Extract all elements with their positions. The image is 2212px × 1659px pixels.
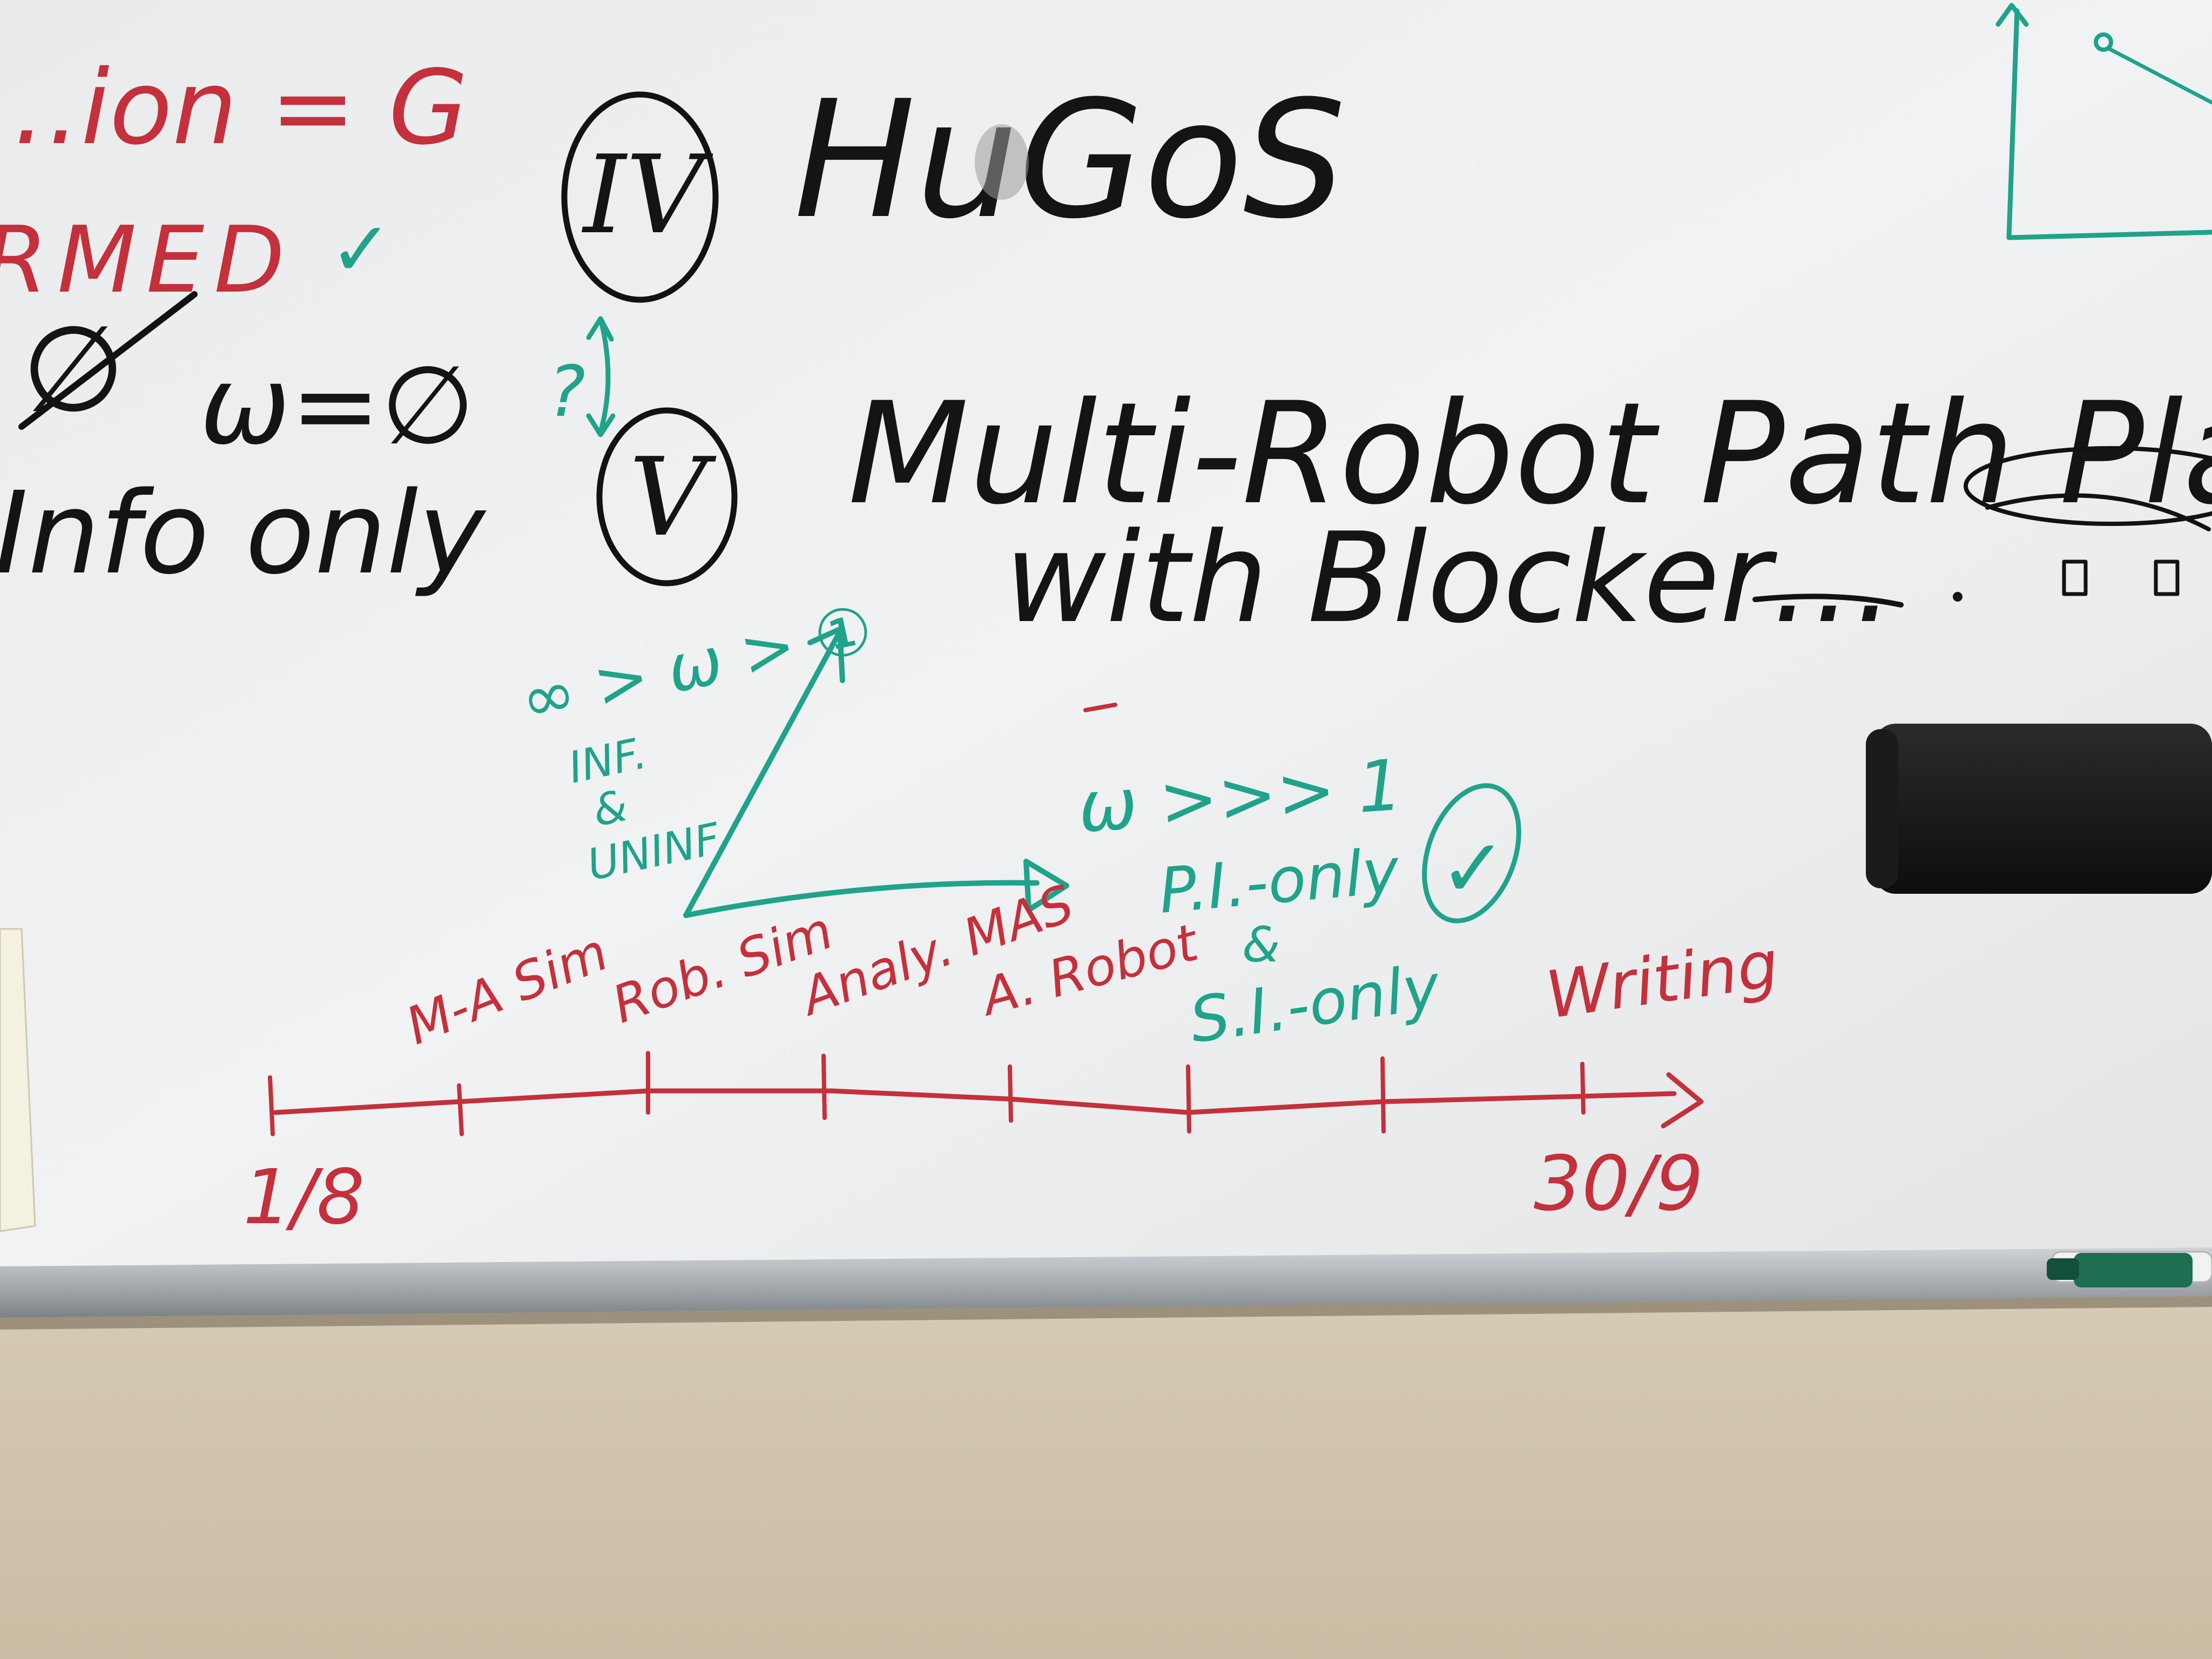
red-dash (1083, 703, 1117, 712)
check-in-circle: ✓ (1439, 822, 1507, 916)
left-check: ✓ (329, 206, 393, 294)
info-only-text: Info only (0, 467, 487, 599)
timeline-tick-1 (268, 1075, 275, 1136)
period-dot (1953, 592, 1963, 602)
wall (0, 1285, 2212, 1659)
timeline-tick-4 (821, 1054, 827, 1120)
question-mark: ? (548, 350, 585, 433)
numeral-iv: IV (581, 132, 713, 258)
timeline-tick-8 (1580, 1062, 1586, 1115)
arrow-right (683, 880, 1040, 918)
smudge (975, 124, 1029, 200)
arrow-up-right (683, 629, 842, 918)
numeral-circle-v (596, 407, 738, 586)
teal-vector-diagram (683, 626, 1069, 918)
timeline-tick-5 (1008, 1064, 1013, 1123)
item-iv: IV HuGoS (561, 66, 1346, 303)
eraser (1866, 724, 2212, 894)
marker-pen (2047, 1251, 2212, 1287)
numeral-v: V (629, 435, 717, 561)
subtitle-underline-tail (1752, 594, 1904, 608)
scribble-doodle (1964, 446, 2212, 596)
left-text-line2: RMED (0, 207, 294, 314)
question-arrow: ? (548, 316, 616, 437)
whiteboard-tray (0, 1247, 2212, 1318)
timeline-tick-2 (457, 1083, 464, 1136)
numeral-circle-iv (561, 91, 719, 303)
left-text-line1: …ion = G (0, 48, 468, 167)
timeline-start-date: 1/8 (243, 1154, 365, 1242)
strike-through-line (18, 291, 198, 430)
item-v-title: Multi-Robot Path Planni… (848, 373, 2212, 536)
paper-sheet (0, 928, 36, 1232)
timeline-arrowhead (1661, 1072, 1704, 1129)
item-v: V Multi-Robot Path Planni… with Blocker… (596, 373, 2212, 651)
item-v-subtitle: with Blocker… (1004, 507, 1895, 651)
omega-equals-empty: ω=∅ (200, 343, 475, 469)
whiteboard-surface (0, 0, 2212, 1266)
timeline-end-date: 30/9 (1534, 1140, 1703, 1228)
timeline-tick-7 (1380, 1056, 1386, 1134)
item-iv-title: HuGoS (794, 66, 1346, 254)
corner-diagram (1995, 3, 2212, 240)
amp2-note: & (1242, 916, 1280, 973)
circled-check: ✓ (1422, 783, 1521, 923)
timeline-tick-6 (1186, 1064, 1191, 1134)
tray-shadow (0, 1296, 2212, 1330)
